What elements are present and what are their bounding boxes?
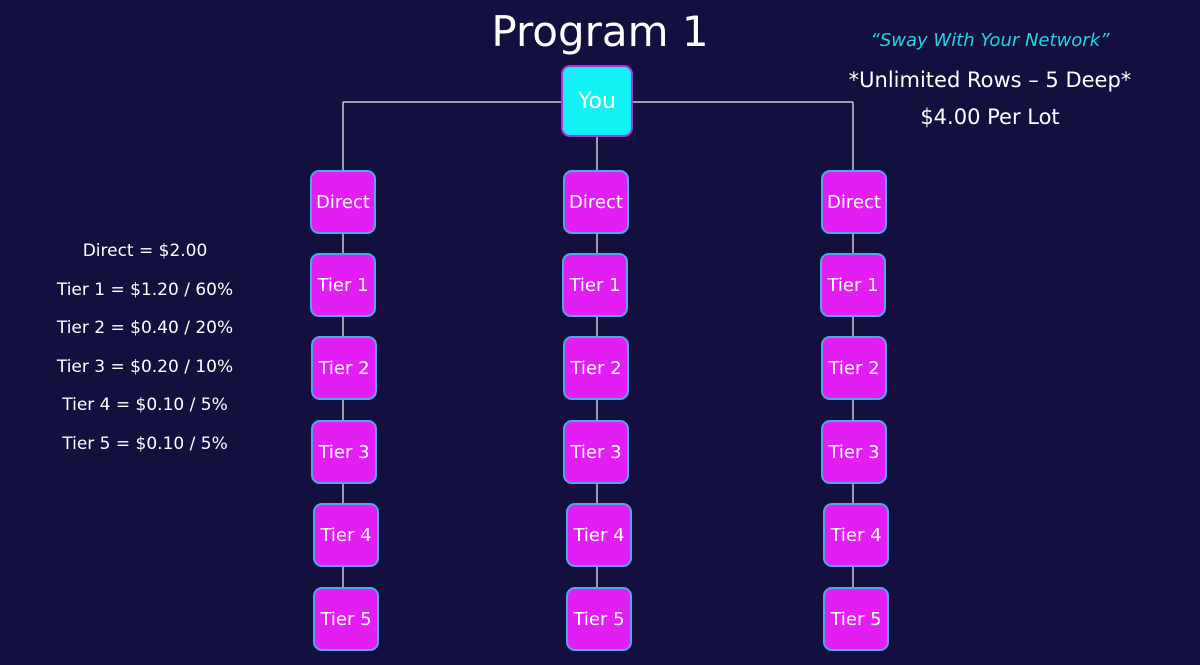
tier-5-node-right: Tier 5 [823,587,889,651]
tier-3-node-left: Tier 3 [311,420,377,484]
payout-direct: Direct = $2.00 [82,241,208,261]
tier-1-node-right: Tier 1 [820,253,886,317]
tier-4-node-left: Tier 4 [313,503,379,567]
payout-tier-4: Tier 4 = $0.10 / 5% [62,395,228,415]
tier-3-node-right: Tier 3 [821,420,887,484]
price-note: $4.00 Per Lot [920,105,1060,129]
tier-5-node-left: Tier 5 [313,587,379,651]
tier-4-node-center: Tier 4 [566,503,632,567]
you-node: You [561,65,633,137]
payout-tier-3: Tier 3 = $0.20 / 10% [56,357,234,377]
tier-2-node-center: Tier 2 [563,336,629,400]
tagline: “Sway With Your Network” [870,30,1110,51]
payout-tier-5: Tier 5 = $0.10 / 5% [62,434,228,454]
tier-4-node-right: Tier 4 [823,503,889,567]
direct-node-center: Direct [563,170,629,234]
tier-5-node-center: Tier 5 [566,587,632,651]
direct-node-left: Direct [310,170,376,234]
tier-3-node-center: Tier 3 [563,420,629,484]
payout-tier-1: Tier 1 = $1.20 / 60% [56,280,234,300]
tier-1-node-center: Tier 1 [562,253,628,317]
tier-2-node-right: Tier 2 [821,336,887,400]
payout-tier-2: Tier 2 = $0.40 / 20% [56,318,234,338]
rows-note: *Unlimited Rows – 5 Deep* [848,68,1132,92]
tier-1-node-left: Tier 1 [310,253,376,317]
page-title: Program 1 [491,7,709,56]
tier-2-node-left: Tier 2 [311,336,377,400]
direct-node-right: Direct [821,170,887,234]
